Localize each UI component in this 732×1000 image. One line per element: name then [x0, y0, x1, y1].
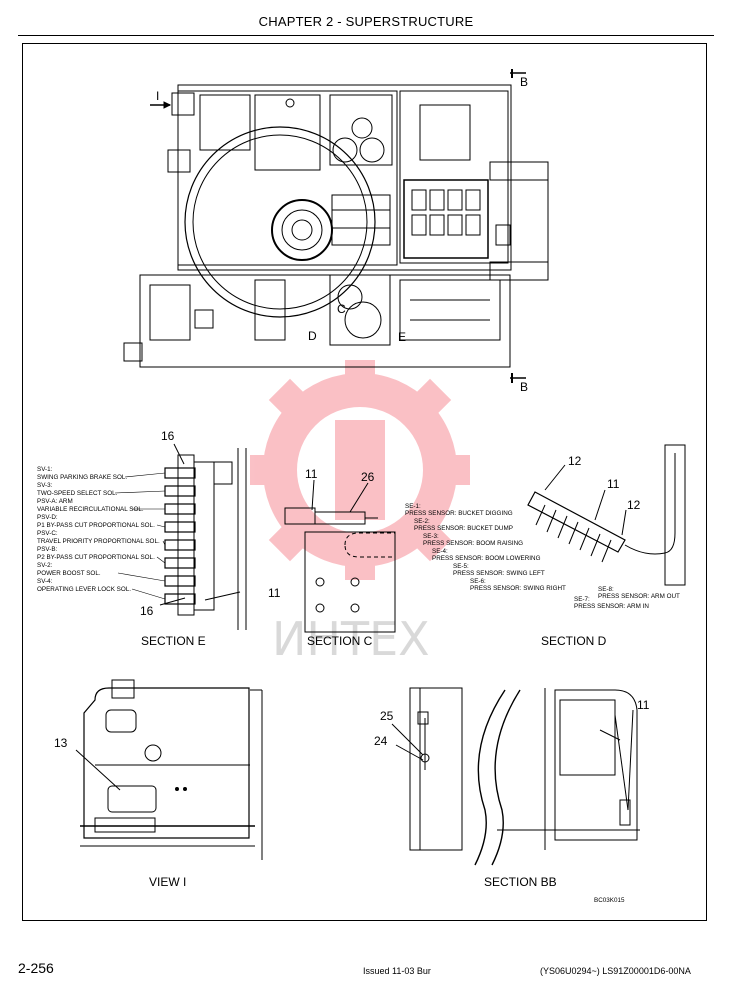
sensor-line: SE-7: [574, 596, 590, 603]
legend-line: SV-1: [37, 466, 53, 473]
section-b-bottom-label: B [520, 380, 528, 394]
legend-line: PSV-C: [37, 530, 58, 537]
section-d-title: SECTION D [541, 634, 607, 648]
sensor-line: SE-8: [598, 586, 614, 593]
view-i-pointer-label: I [156, 89, 159, 103]
document-reference: (YS06U0294~) LS91Z00001D6-00NA [540, 966, 691, 976]
legend-line: PSV-A: ARM [37, 498, 73, 505]
page-header: CHAPTER 2 - SUPERSTRUCTURE [258, 14, 474, 29]
section-bb-callout-11: 11 [637, 698, 650, 712]
legend-line: PSV-D: [37, 514, 58, 521]
section-d-callout-12-right: 12 [627, 498, 641, 512]
legend-line: SV-3: [37, 482, 53, 489]
sensor-line: PRESS SENSOR: ARM OUT [598, 593, 680, 600]
view-i-callout-13: 13 [54, 736, 68, 750]
section-d-callout-12-top: 12 [568, 454, 582, 468]
sensor-line: PRESS SENSOR: SWING RIGHT [470, 585, 566, 592]
section-e-callout-16-top: 16 [161, 429, 175, 443]
section-bb-drawing [391, 687, 640, 866]
legend-line: TWO-SPEED SELECT SOL. [37, 490, 118, 497]
header-rule [18, 35, 714, 36]
sensor-line: PRESS SENSOR: BOOM RAISING [423, 540, 523, 547]
top-view [123, 69, 549, 383]
figure-frame [22, 43, 707, 921]
sensor-line: PRESS SENSOR: BOOM LOWERING [432, 555, 541, 562]
section-c-drawing [284, 479, 396, 633]
legend-line: SWING PARKING BRAKE SOL. [37, 474, 127, 481]
section-e-legend: SV-1: SWING PARKING BRAKE SOL. SV-3: TWO… [37, 466, 160, 593]
sensor-line: PRESS SENSOR: BUCKET DIGGING [405, 510, 513, 517]
issue-date: Issued 11-03 Bur [363, 966, 431, 976]
section-c-callout-26: 26 [361, 470, 375, 484]
watermark-text: ИНТЕХ [272, 612, 430, 666]
legend-line: P1 BY-PASS CUT PROPORTIONAL SOL. [37, 522, 155, 529]
legend-leaders [114, 472, 166, 600]
section-c-marker-label: C [337, 302, 346, 316]
section-bb-title: SECTION BB [484, 875, 557, 889]
section-c-title: SECTION C [307, 634, 373, 648]
section-e-title: SECTION E [141, 634, 206, 648]
legend-line: SV-4: [37, 578, 53, 585]
sensor-line: PRESS SENSOR: BUCKET DUMP [414, 525, 513, 532]
sensor-line: PRESS SENSOR: ARM IN [574, 603, 649, 610]
view-i-title: VIEW I [149, 875, 186, 889]
section-bb-callout-24: 24 [374, 734, 388, 748]
section-e-callout-11: 11 [268, 586, 281, 600]
section-c-callout-11: 11 [305, 467, 318, 481]
legend-line: SV-2: [37, 562, 53, 569]
view-i-drawing [75, 679, 263, 860]
sensor-line: SE-2: [414, 518, 430, 525]
section-e-marker-label: E [398, 330, 406, 344]
section-e-callout-16-bottom: 16 [140, 604, 154, 618]
sensor-line: SE-5: [453, 563, 469, 570]
legend-line: TRAVEL PRIORITY PROPORTIONAL SOL. [37, 538, 160, 545]
section-d-callout-11: 11 [607, 477, 620, 491]
section-e-drawing [159, 443, 247, 630]
section-d-marker-label: D [308, 329, 317, 343]
page-number: 2-256 [18, 960, 54, 976]
legend-line: P2 BY-PASS CUT PROPORTIONAL SOL. [37, 554, 155, 561]
legend-line: PSV-B: [37, 546, 58, 553]
legend-line: POWER BOOST SOL. [37, 570, 101, 577]
section-b-top-label: B [520, 75, 528, 89]
section-bb-callout-25: 25 [380, 709, 394, 723]
section-d-sensor-list: SE-1: PRESS SENSOR: BUCKET DIGGING SE-2:… [405, 503, 680, 610]
sensor-line: SE-6: [470, 578, 486, 585]
figure-code: BC03K015 [594, 897, 625, 904]
watermark-logo [250, 360, 470, 580]
sensor-line: SE-1: [405, 503, 421, 510]
legend-line: VARIABLE RECIRCULATIONAL SOL. [37, 506, 144, 513]
sensor-line: PRESS SENSOR: SWING LEFT [453, 570, 545, 577]
legend-line: OPERATING LEVER LOCK SOL. [37, 586, 131, 593]
sensor-line: SE-3: [423, 533, 439, 540]
section-d-drawing [527, 444, 686, 586]
sensor-line: SE-4: [432, 548, 448, 555]
